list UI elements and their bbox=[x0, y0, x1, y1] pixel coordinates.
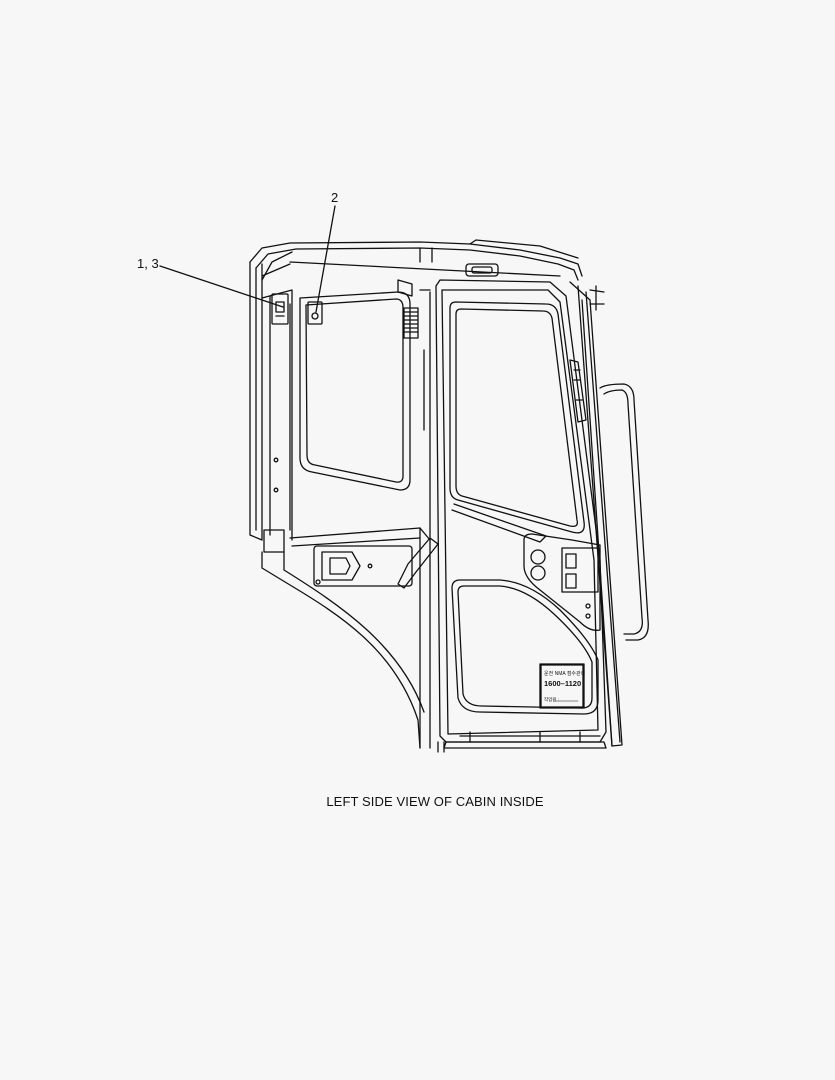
front-pillar bbox=[569, 285, 649, 641]
callout-1-3: 1, 3 bbox=[137, 256, 289, 325]
drawing-caption: LEFT SIDE VIEW OF CABIN INSIDE bbox=[326, 794, 544, 809]
callout-2-label: 2 bbox=[331, 190, 338, 205]
cabin-roof bbox=[249, 239, 583, 281]
door-lock bbox=[451, 503, 601, 631]
callout-1-3-label: 1, 3 bbox=[137, 256, 159, 271]
door-frame bbox=[435, 279, 623, 749]
rear-window bbox=[289, 279, 431, 531]
door-window bbox=[449, 301, 585, 534]
rear-pillar bbox=[249, 261, 293, 553]
rear-lower-panel bbox=[261, 291, 445, 753]
plate-line1: 운전 NMA 점수관리 bbox=[544, 670, 585, 677]
plate-line2: 1600–1120 bbox=[544, 679, 581, 688]
door-lower-panel bbox=[451, 579, 599, 715]
plate-line3: 작업원 : bbox=[544, 696, 559, 703]
instruction-plate: 운전 NMA 점수관리 1600–1120 작업원 : bbox=[539, 663, 585, 709]
callout-2: 2 bbox=[307, 190, 338, 325]
